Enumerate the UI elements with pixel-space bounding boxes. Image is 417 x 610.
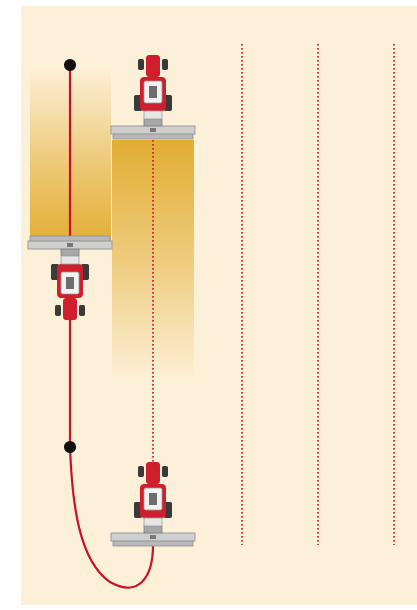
- guidance-path: [68, 65, 155, 589]
- node-icon: [64, 441, 76, 453]
- node-icon: [64, 59, 76, 71]
